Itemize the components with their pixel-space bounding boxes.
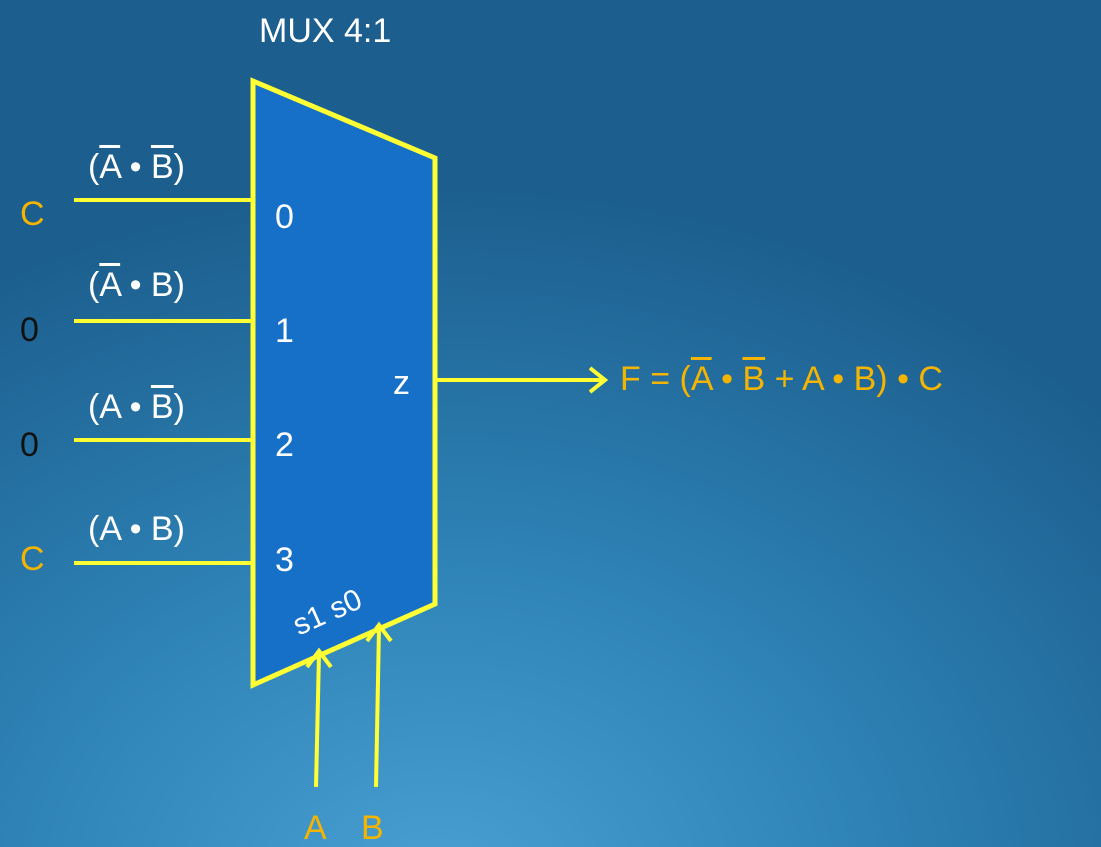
minterm-label-3: (A • B) <box>88 510 185 548</box>
mux-input-index-0: 0 <box>275 198 294 236</box>
minterm-label-0: (A • B) <box>88 148 185 186</box>
output-equation: F = (A • B + A • B) • C <box>620 360 943 398</box>
select-arrow-b <box>365 621 393 643</box>
minterm-label-1: (A • B) <box>88 266 185 304</box>
select-input-b: B <box>361 809 384 847</box>
input-source-0: C <box>20 195 45 233</box>
select-input-a: A <box>304 809 327 847</box>
mux-input-index-2: 2 <box>275 426 294 464</box>
mux-input-index-1: 1 <box>275 312 294 350</box>
select-wire-b <box>374 626 381 788</box>
input-source-3: C <box>20 540 45 578</box>
output-arrowhead <box>588 366 609 394</box>
input-source-1: 0 <box>20 311 39 349</box>
mux-title: MUX 4:1 <box>259 12 392 50</box>
mux-body <box>250 77 438 689</box>
input-source-2: 0 <box>20 426 39 464</box>
select-wire-a <box>314 652 321 788</box>
minterm-label-2: (A • B) <box>88 388 185 426</box>
mux-input-index-3: 3 <box>275 541 294 579</box>
mux-output-label: z <box>393 364 410 402</box>
select-arrow-a <box>305 647 333 669</box>
